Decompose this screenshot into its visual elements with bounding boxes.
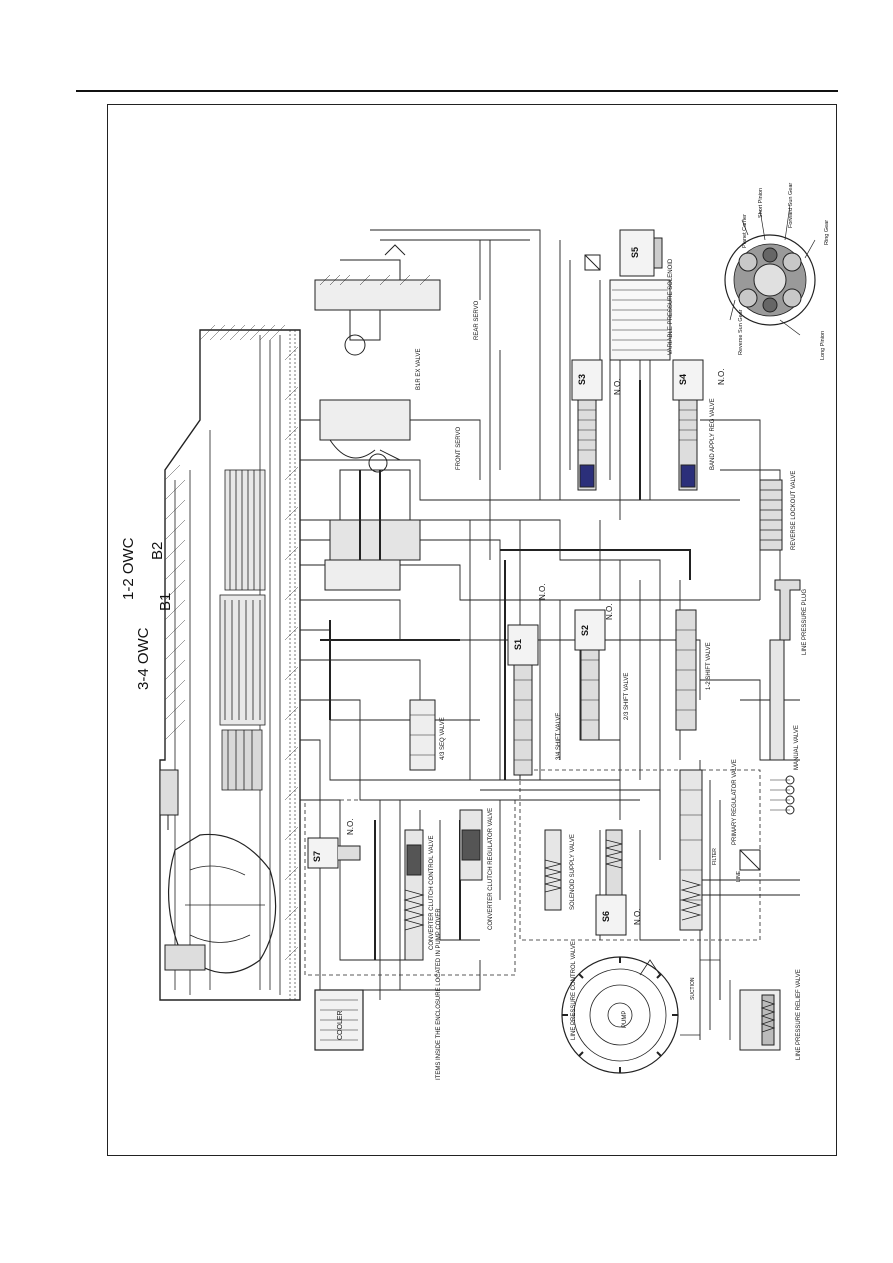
line-pressure-relief-body bbox=[739, 989, 781, 1051]
variable-pressure-solenoid bbox=[609, 229, 671, 361]
label-s2: S2 bbox=[580, 625, 590, 636]
line-pressure-plug-body bbox=[774, 579, 801, 641]
label-converter-clutch-ctrl: CONVERTER CLUTCH CONTROL VALVE bbox=[429, 836, 435, 950]
shift-valve-12-body bbox=[675, 609, 697, 731]
pump-body bbox=[561, 956, 679, 1074]
label-s1: S1 bbox=[513, 639, 523, 650]
solenoid-supply-body bbox=[544, 829, 562, 911]
label-no-s6: N.O. bbox=[633, 909, 642, 925]
label-reverse-lockout: REVERSE LOCKOUT VALVE bbox=[791, 471, 797, 550]
transmission-case bbox=[159, 329, 301, 1001]
label-shift-12: 1-2 SHIFT VALVE bbox=[706, 642, 712, 690]
manual-valve-body bbox=[769, 639, 795, 815]
converter-clutch-control-body bbox=[403, 829, 425, 961]
label-cooler: COOLER bbox=[337, 1010, 344, 1040]
label-suction: SUCTION bbox=[690, 977, 696, 1000]
label-shift-34: 3/4 SHIFT VALVE bbox=[556, 713, 562, 760]
label-reverse-sun-gear: Reverse Sun Gear bbox=[738, 309, 744, 355]
solenoid-s6 bbox=[595, 829, 627, 936]
label-planet-carrier: Planet Carrier bbox=[742, 214, 748, 248]
planetary-gearset bbox=[724, 204, 816, 336]
primary-regulator-body bbox=[679, 769, 703, 931]
label-seq-43: 4/3 SEQ VALVE bbox=[440, 717, 446, 760]
label-line-pressure-control: LINE PRESSURE CONTROL VALVE bbox=[571, 941, 577, 1040]
label-no-s2: N.O. bbox=[605, 604, 614, 620]
clutch-pack-b2 bbox=[224, 469, 266, 591]
converter-clutch-regulator-body bbox=[459, 809, 483, 881]
label-b1r-ex-valve: B1R EX VALVE bbox=[416, 349, 422, 390]
front-servo bbox=[319, 399, 421, 591]
rear-servo bbox=[314, 244, 441, 356]
label-rear-servo: REAR SERVO bbox=[474, 300, 480, 340]
label-s6: S6 bbox=[601, 911, 611, 922]
label-manual-valve: MANUAL VALVE bbox=[794, 725, 800, 770]
label-s7: S7 bbox=[312, 851, 322, 862]
seq-valve-43-body bbox=[409, 699, 436, 771]
label-ring-gear: Ring Gear bbox=[824, 220, 830, 245]
header-rule bbox=[76, 90, 838, 92]
label-b2: B2 bbox=[149, 542, 166, 560]
solenoid-s2 bbox=[574, 609, 606, 741]
label-vps: VARIABLE PRESSURE SOLENOID bbox=[668, 258, 674, 355]
label-no-s3: N.O. bbox=[613, 379, 622, 395]
label-long-pinion: Long Pinion bbox=[820, 331, 826, 360]
label-line-pressure-relief: LINE PRESSURE RELIEF VALVE bbox=[796, 969, 802, 1060]
label-pump: PUMP bbox=[622, 1011, 628, 1028]
clutch-pack-lower bbox=[221, 729, 263, 791]
solenoid-s3 bbox=[571, 359, 603, 491]
label-forward-sun-gear: Forward Sun Gear bbox=[788, 183, 794, 228]
label-primary-reg: PRIMARY REGULATOR VALVE bbox=[732, 759, 738, 845]
filter-symbol bbox=[584, 254, 601, 271]
label-solenoid-supply: SOLENOID SUPPLY VALVE bbox=[570, 834, 576, 910]
label-owc-34: 3-4 OWC bbox=[135, 627, 152, 690]
label-b1: B1 bbox=[157, 593, 174, 611]
label-converter-clutch-reg: CONVERTER CLUTCH REGULATOR VALVE bbox=[488, 808, 494, 930]
label-line: LINE bbox=[736, 870, 742, 882]
label-no-s1: N.O. bbox=[538, 584, 547, 600]
label-s5: S5 bbox=[630, 247, 640, 258]
solenoid-s4 bbox=[672, 359, 704, 491]
label-no-s4: N.O. bbox=[717, 369, 726, 385]
pump-cover-enclosure bbox=[304, 799, 516, 976]
label-line-pressure-plug: LINE PRESSURE PLUG bbox=[802, 589, 808, 655]
label-owc-12: 1-2 OWC bbox=[120, 537, 137, 600]
cooler-body bbox=[314, 989, 364, 1051]
reverse-lockout-valve-body bbox=[759, 479, 783, 551]
solenoid-s1 bbox=[507, 624, 539, 776]
diagram-frame bbox=[107, 104, 837, 1156]
label-no-s7: N.O. bbox=[346, 819, 355, 835]
solenoid-s7 bbox=[307, 837, 361, 869]
clutch-pack-b1 bbox=[219, 594, 266, 726]
label-items-inside: ITEMS INSIDE THE ENCLOSURE LOCATED IN PU… bbox=[436, 908, 442, 1080]
label-s4: S4 bbox=[678, 374, 688, 385]
label-band-apply: BAND APPLY REG VALVE bbox=[710, 398, 716, 470]
label-s3: S3 bbox=[577, 374, 587, 385]
torque-converter bbox=[167, 833, 277, 974]
label-filter: FILTER bbox=[712, 848, 718, 865]
label-front-servo: FRONT SERVO bbox=[456, 427, 462, 470]
label-short-pinion: Short Pinion bbox=[758, 188, 764, 218]
label-shift-23: 2/3 SHIFT VALVE bbox=[624, 673, 630, 720]
